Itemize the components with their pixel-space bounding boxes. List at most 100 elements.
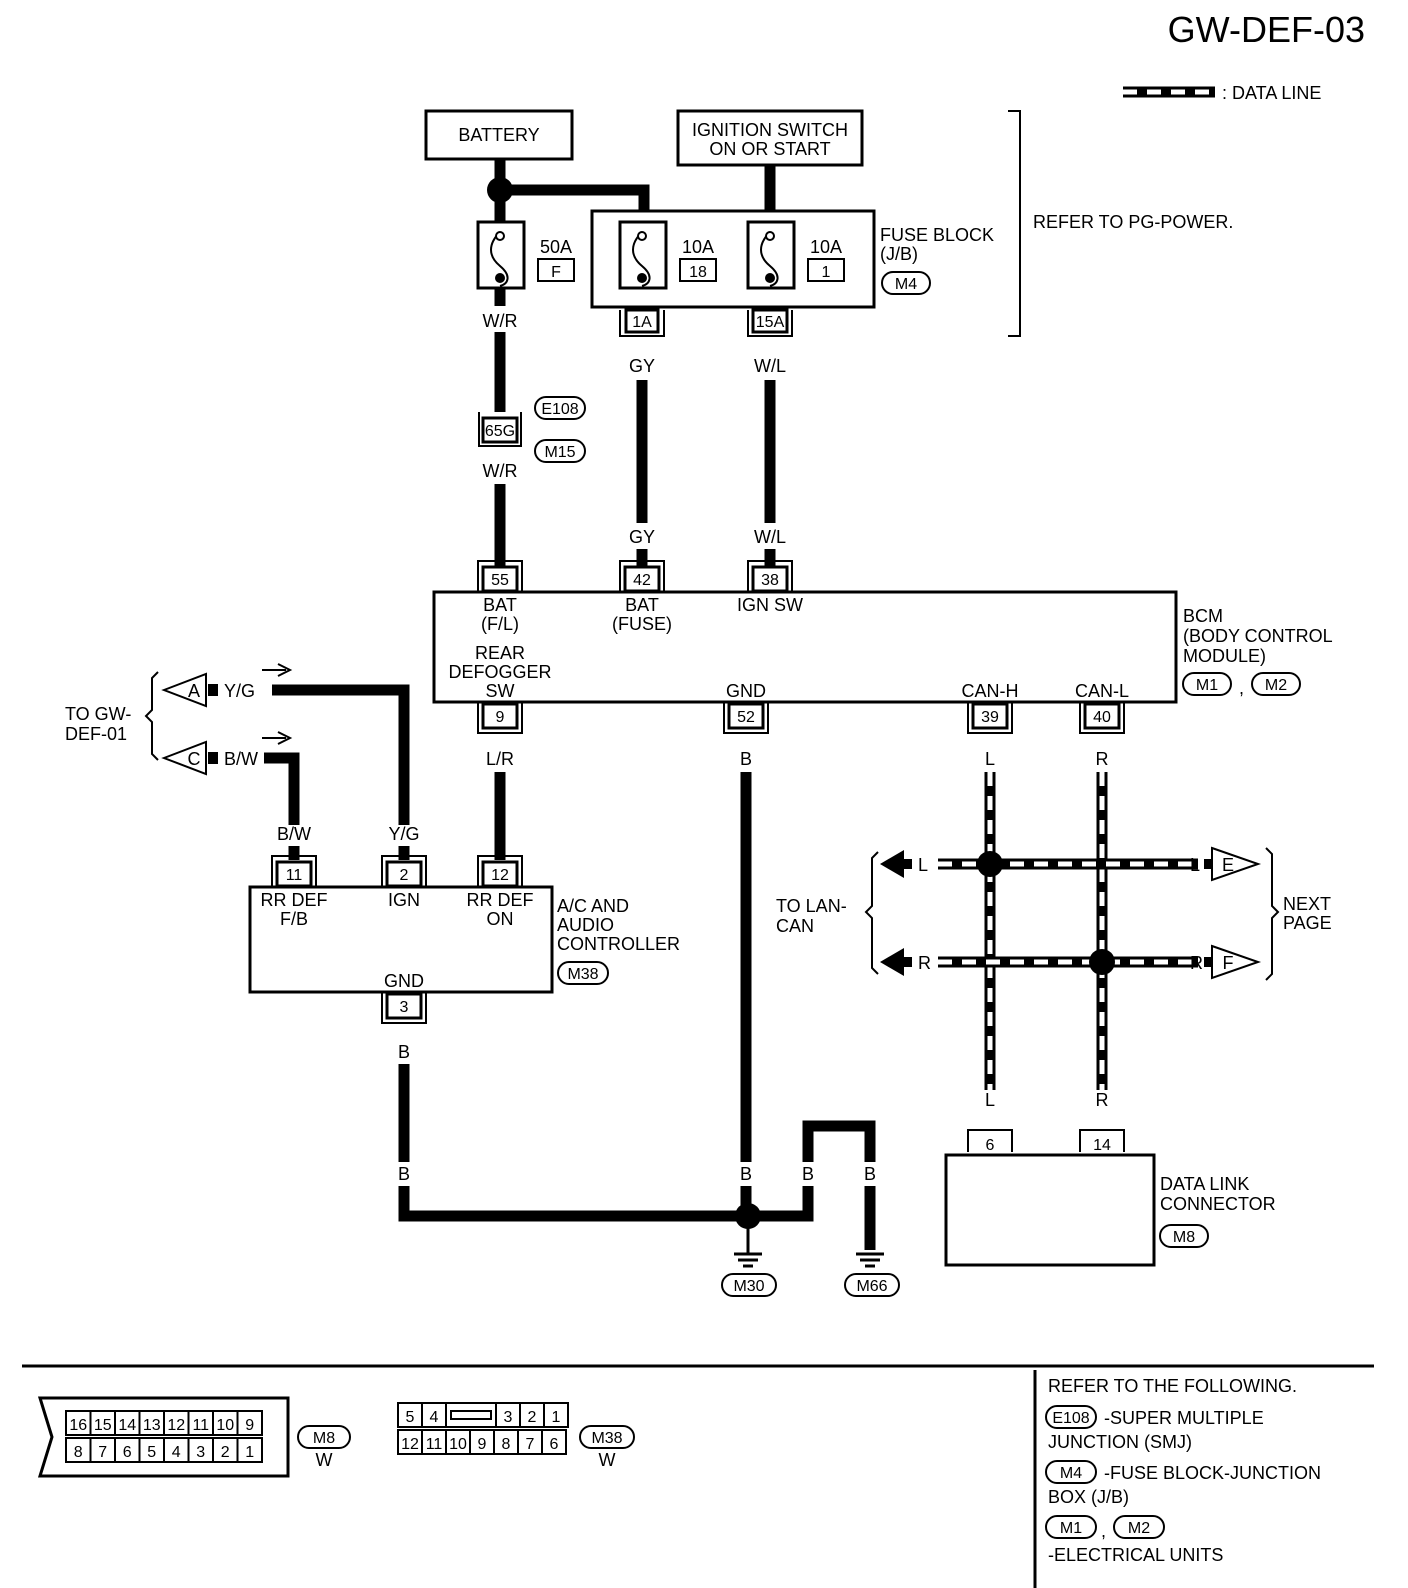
bw-direction-arrow [262,731,293,745]
ac-label-3: CONTROLLER [557,934,680,954]
b-label-jumper-1: B [802,1164,814,1184]
ground-jumper [748,1186,814,1222]
ac-conn: M38 [567,966,598,983]
m8-pin-bottom: 3 [196,1444,205,1461]
bcm-pin-42-frame [619,560,665,593]
dlc-conn-badge [1159,1224,1209,1248]
bw-wire [264,752,300,825]
ref1-conn: E108 [1052,1410,1089,1427]
ac-term-ign: IGN [388,890,420,910]
to-gw-a-stub [208,684,218,696]
m8-conn-label: M8 [313,1430,335,1447]
next-r-label: R [1190,953,1203,973]
ref2-text-2: BOX (J/B) [1048,1487,1129,1507]
m38-pin-bottom-cell [541,1429,567,1455]
m8-pin-top: 10 [216,1417,234,1434]
bcm-term-bat-fl-1: BAT [483,595,517,615]
yg-label-2: Y/G [388,824,419,844]
ac-term-rr-on-1: RR DEF [467,890,534,910]
yg-wire [272,684,410,825]
bcm-pin-52-frame [723,702,769,734]
bcm-term-gnd: GND [726,681,766,701]
ref3-badge-1 [1045,1515,1097,1539]
diagram-title: GW-DEF-03 [1168,9,1365,50]
dlc-pin-14-frame [1079,1129,1125,1152]
m8-pin-top: 9 [245,1417,254,1434]
ground-m30-symbol [734,1228,762,1268]
m38-pin-top: 4 [430,1409,439,1426]
m8-pin-top-cell [138,1410,165,1436]
pin-1a-box [624,308,660,334]
smj-conn1: E108 [541,401,578,418]
ac-label-2: AUDIO [557,915,614,935]
bcm-term-can-h: CAN-H [962,681,1019,701]
ac-pin-12: 12 [491,867,509,884]
next-l-label: L [1190,855,1200,875]
dlc-conn: M8 [1173,1229,1195,1246]
ref3-badge-2 [1113,1515,1165,1539]
pin-15a-frame [747,310,793,337]
to-gw-label-2: DEF-01 [65,724,127,744]
to-lan-arrow-r [880,948,904,976]
dlc-pin-6-frame [967,1129,1013,1152]
to-lan-l-label: L [918,855,928,875]
fuse-block-jb: (J/B) [880,244,918,264]
m38-pin-bottom: 11 [426,1436,443,1453]
m8-pin-top-cell [65,1410,92,1436]
b-label-bcm-1: B [740,749,752,769]
ref1-text-2: JUNCTION (SMJ) [1048,1432,1192,1452]
dlc-pin-14: 14 [1093,1137,1111,1154]
smj-frame [478,412,522,447]
fuse-50a-amp: 50A [540,237,572,257]
to-lan-arrow-l-tail [904,859,912,869]
fuse-18-id: 18 [689,264,707,281]
pin-15a: 15A [756,314,785,331]
battery-feed-wire [494,159,650,222]
bcm-pin-52: 52 [737,709,755,726]
m38-pin-top-cell [543,1402,569,1428]
m8-pin-top-cell [187,1410,214,1436]
bcm-term-bat-fuse-2: (FUSE) [612,614,672,634]
m8-pin-bottom: 8 [74,1444,83,1461]
bcm-conn2: M2 [1265,677,1287,694]
next-page-label-2: PAGE [1283,913,1332,933]
m38-pin-bottom: 6 [550,1436,559,1453]
bcm-pin-55: 55 [491,572,509,589]
bcm-pin-39: 39 [981,709,999,726]
smj-conn2: M15 [544,444,575,461]
m8-pin-top: 12 [167,1417,185,1434]
dlc-box [944,1153,1156,1267]
to-lan-arrow-l [880,850,904,878]
ground-m66-badge [844,1273,900,1297]
fuse-block-conn: M4 [895,276,917,293]
to-gw-connector-c [161,740,207,776]
wr-label-1: W/R [483,311,518,331]
can-l-splice [1089,949,1115,975]
m8-pin-bottom-cell [114,1437,141,1463]
fuse-10a-18 [618,220,717,290]
ref3-sep: , [1101,1521,1106,1541]
ac-pin-2-frame [381,855,427,888]
bcm-pin-9: 9 [496,709,505,726]
m38-pin-top-cell [495,1402,521,1428]
bw-label-2: B/W [277,824,311,844]
smj-conn2-badge [534,439,586,463]
ground-m30-badge [721,1273,777,1297]
ref2-badge [1045,1460,1097,1484]
bcm-term-bat-fl-2: (F/L) [481,614,519,634]
ac-pin-11-frame [271,855,317,888]
ground-m66: M66 [856,1278,887,1295]
m38-pin-bottom: 7 [526,1436,535,1453]
m8-pin-top-cell [212,1410,239,1436]
can-r-wire-label-1: R [1096,749,1109,769]
fuse-block-label: FUSE BLOCK [880,225,994,245]
fuse-50a-id: F [551,264,561,281]
to-gw-c-stub [208,752,218,764]
pin-15a-box [751,308,789,334]
refer-bracket [1008,110,1021,337]
refer-pg-power: REFER TO PG-POWER. [1033,212,1233,232]
to-gw-a: A [188,681,200,701]
to-lan-r-label: R [918,953,931,973]
